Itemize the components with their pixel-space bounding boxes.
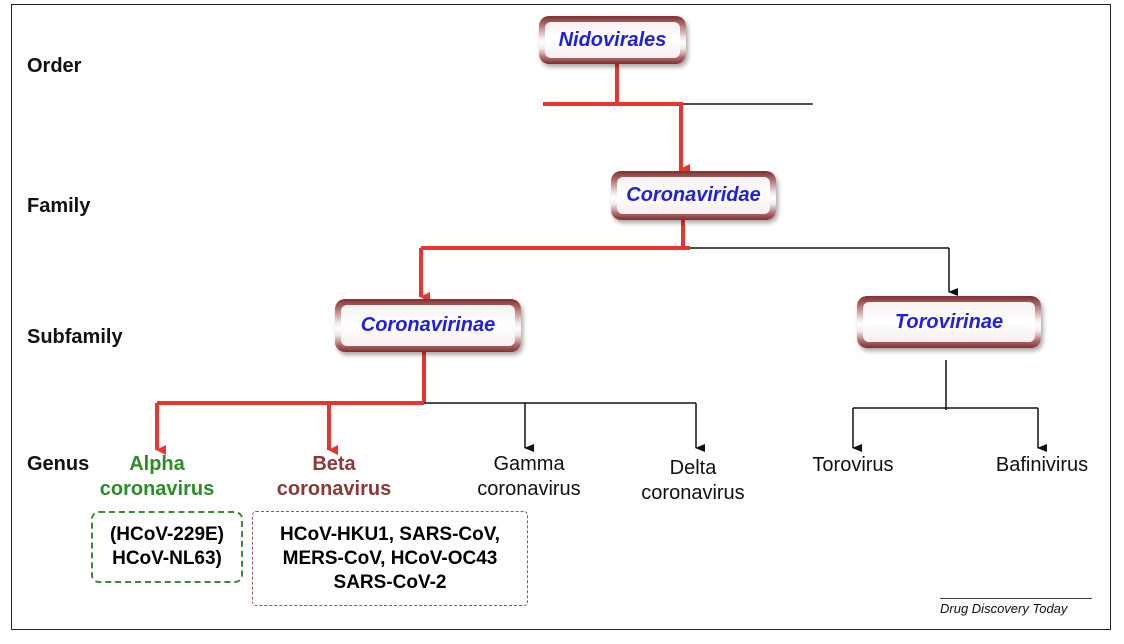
rank-label-subfamily: Subfamily: [27, 326, 123, 348]
edge-torovirinae-genera: [852, 360, 1047, 452]
rank-label-family: Family: [27, 195, 91, 217]
genus-alpha-coronavirus: Alpha coronavirus: [99, 453, 215, 500]
species-box-alpha: (HCoV-229E) HCoV-NL63): [91, 511, 243, 583]
genus-bafinivirus: Bafinivirus: [995, 454, 1089, 476]
node-nidovirales: Nidovirales: [539, 16, 686, 64]
edge-order-family: [543, 62, 813, 174]
edge-family-subfamily: [419, 218, 958, 302]
edge-coronavirinae-genera: [155, 352, 705, 455]
genus-delta-coronavirus: Delta coronavirus: [641, 457, 745, 504]
node-torovirinae: Torovirinae: [857, 296, 1041, 348]
node-label: Coronavirinae: [360, 314, 496, 336]
node-label: Nidovirales: [558, 28, 667, 51]
species-box-beta: HCoV-HKU1, SARS-CoV, MERS-CoV, HCoV-OC43…: [252, 511, 528, 606]
node-label: Torovirinae: [894, 310, 1004, 333]
node-coronaviridae: Coronaviridae: [611, 171, 776, 220]
genus-torovirus: Torovirus: [812, 454, 894, 476]
genus-beta-coronavirus: Beta coronavirus: [276, 453, 392, 500]
rank-label-order: Order: [27, 55, 82, 77]
node-coronavirinae: Coronavirinae: [335, 299, 521, 352]
genus-gamma-coronavirus: Gamma coronavirus: [477, 453, 581, 500]
credit-rule: [940, 598, 1092, 599]
rank-label-genus: Genus: [27, 453, 90, 475]
figure-frame: [11, 4, 1111, 630]
node-label: Coronaviridae: [626, 184, 761, 206]
source-credit: Drug Discovery Today: [940, 601, 1068, 616]
